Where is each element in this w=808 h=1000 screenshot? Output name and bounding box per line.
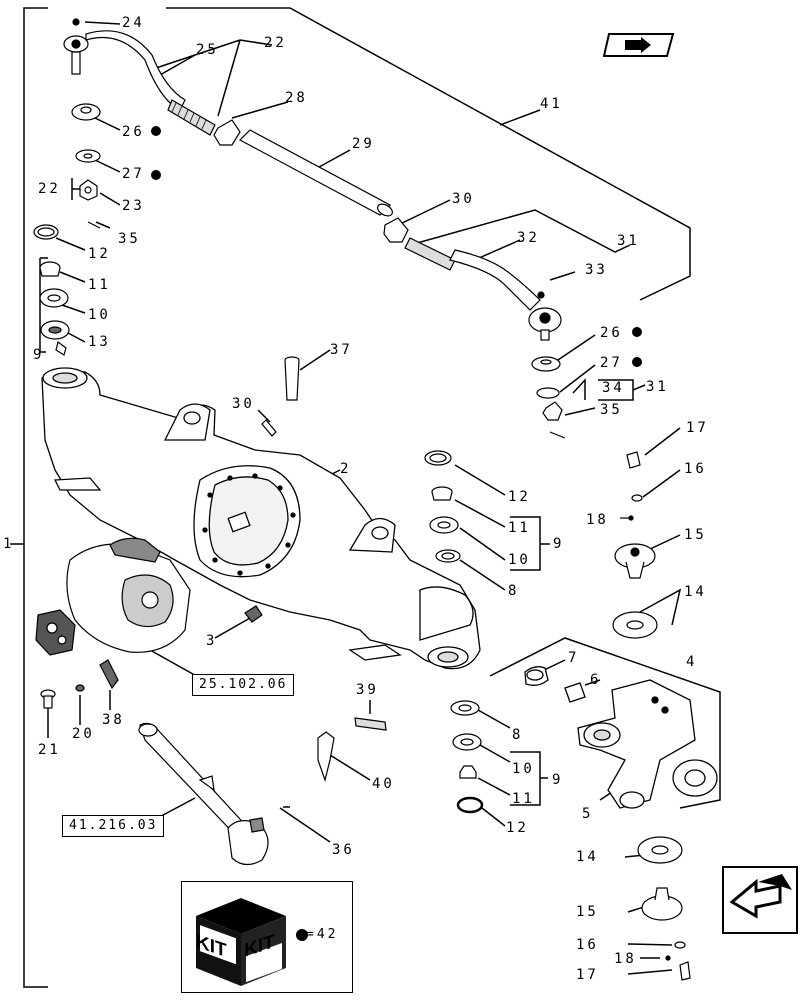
kingpin-lower [637, 836, 691, 981]
callout-2: 2 [340, 461, 352, 477]
callout-20: 20 [72, 726, 95, 742]
callout-30: 30 [452, 191, 475, 207]
right-seals-upper [424, 450, 461, 563]
callout-31-b: 31 [646, 379, 669, 395]
differential-reference-link[interactable]: 25.102.06 [192, 674, 295, 696]
callout-18-b: 18 [614, 951, 637, 967]
tie-rod-assembly [63, 18, 566, 439]
callout-18: 18 [586, 512, 609, 528]
differential-unit [35, 537, 191, 656]
bracket-item-1 [23, 7, 48, 988]
kit-markers [151, 126, 642, 367]
pin-37 [284, 356, 300, 401]
callout-11: 11 [88, 277, 111, 293]
callout-36: 36 [332, 842, 355, 858]
callout-6: 6 [590, 672, 602, 688]
callout-15-b: 15 [576, 904, 599, 920]
left-seals [33, 224, 70, 356]
callout-26: 26 [122, 124, 145, 140]
callout-24: 24 [122, 15, 145, 31]
callout-9-c: 9 [552, 772, 564, 788]
callout-35-b: 35 [600, 402, 623, 418]
callout-32: 32 [517, 230, 540, 246]
callout-8: 8 [508, 583, 520, 599]
kit-legend-value: =42 [306, 927, 339, 942]
callout-14: 14 [684, 584, 707, 600]
steering-knuckle [524, 666, 718, 809]
callout-12: 12 [88, 246, 111, 262]
callout-9: 9 [33, 347, 45, 363]
kit-legend: KIT KIT [181, 881, 353, 993]
pins-39-40 [317, 717, 387, 783]
previous-page-icon[interactable] [602, 33, 675, 61]
callout-10-c: 10 [512, 761, 535, 777]
callout-3: 3 [206, 633, 218, 649]
callout-30-b: 30 [232, 396, 255, 412]
callout-5: 5 [582, 806, 594, 822]
callout-7: 7 [568, 650, 580, 666]
callout-17-b: 17 [576, 967, 599, 983]
callout-21: 21 [38, 742, 61, 758]
callout-22-b: 22 [38, 181, 61, 197]
callout-27-b: 27 [600, 355, 623, 371]
next-page-icon[interactable] [722, 866, 798, 938]
callout-11-b: 11 [508, 520, 531, 536]
bracket-item-41 [166, 7, 691, 301]
kit-box-icon [196, 898, 286, 986]
callout-8-b: 8 [512, 727, 524, 743]
callout-39: 39 [356, 682, 379, 698]
callout-29: 29 [352, 136, 375, 152]
callout-28: 28 [285, 90, 308, 106]
front-drive-shaft [138, 722, 269, 866]
kit-dot-icon [296, 929, 308, 941]
callout-37: 37 [330, 342, 353, 358]
callout-14-b: 14 [576, 849, 599, 865]
callout-34: 34 [602, 380, 625, 396]
kingpin-upper [612, 451, 658, 639]
callout-12-c: 12 [506, 820, 529, 836]
small-fasteners [40, 419, 277, 709]
callout-41: 41 [540, 96, 563, 112]
right-seals-lower [450, 700, 484, 814]
callout-25: 25 [196, 42, 219, 58]
callout-4: 4 [686, 654, 698, 670]
callout-10-b: 10 [508, 552, 531, 568]
callout-13: 13 [88, 334, 111, 350]
callout-9-b: 9 [553, 536, 565, 552]
callout-11-c: 11 [512, 791, 535, 807]
driveshaft-reference-link[interactable]: 41.216.03 [62, 815, 165, 837]
callout-31: 31 [617, 233, 640, 249]
callout-27: 27 [122, 166, 145, 182]
callout-1: 1 [3, 536, 15, 552]
callout-35: 35 [118, 231, 141, 247]
callout-10: 10 [88, 307, 111, 323]
callout-33: 33 [585, 262, 608, 278]
callout-12-b: 12 [508, 489, 531, 505]
axle-housing [41, 367, 481, 670]
callout-23: 23 [122, 198, 145, 214]
callout-17: 17 [686, 420, 709, 436]
callout-16: 16 [684, 461, 707, 477]
callout-16-b: 16 [576, 937, 599, 953]
callout-38: 38 [102, 712, 125, 728]
callout-26-b: 26 [600, 325, 623, 341]
callout-22: 22 [264, 35, 287, 51]
callout-15: 15 [684, 527, 707, 543]
callout-40: 40 [372, 776, 395, 792]
